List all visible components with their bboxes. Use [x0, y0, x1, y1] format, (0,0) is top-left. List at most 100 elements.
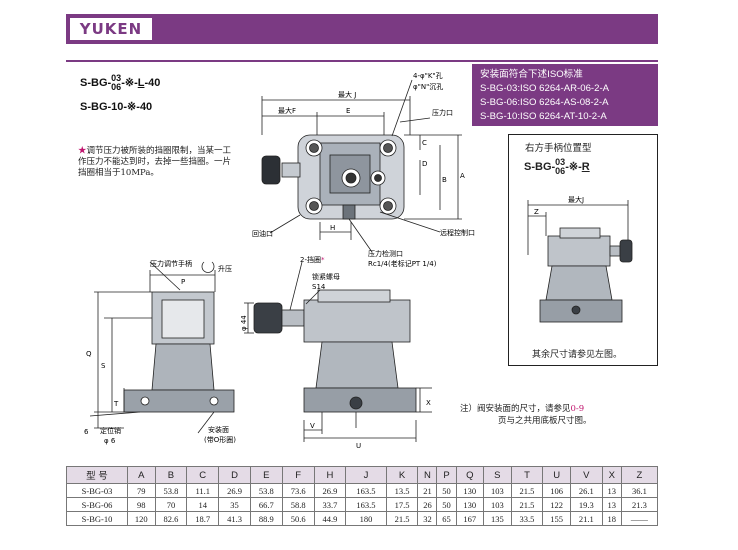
table-header-cell: U [542, 466, 571, 484]
table-cell: 103 [483, 483, 512, 498]
dim-h: H [330, 224, 335, 232]
table-cell: 35 [218, 497, 251, 512]
table-cell: 21.5 [510, 497, 544, 512]
right-panel-view [527, 200, 633, 323]
label-hole-n: φ"N"沉孔 [413, 83, 443, 91]
table-cell: 21.3 [620, 497, 659, 512]
table-header-cell: K [385, 466, 419, 484]
dim-u: U [356, 442, 361, 450]
table-cell: 163.5 [345, 497, 387, 512]
table-header-cell: H [313, 466, 347, 484]
table-cell: —— [620, 511, 659, 526]
table-cell: 58.8 [281, 497, 315, 512]
table-cell: 11.1 [186, 483, 220, 498]
label-rings: 2-挡圈* [300, 255, 325, 264]
table-cell: 53.8 [154, 483, 188, 498]
dim-max-j: 最大 J [338, 90, 356, 99]
table-header-cell: T [510, 466, 544, 484]
table-header-cell: A [127, 466, 156, 484]
table-header-cell: N [417, 466, 438, 484]
label-remote-port: 远程控制口 [440, 228, 475, 237]
dim-c: C [422, 139, 427, 147]
rp-max-j: 最大J [568, 195, 584, 204]
table-cell: 33.7 [313, 497, 347, 512]
table-header-cell: F [281, 466, 315, 484]
table-cell: 180 [345, 511, 387, 526]
dim-x: X [426, 399, 431, 407]
table-cell: 21.5 [510, 483, 544, 498]
dim-e: E [346, 107, 350, 115]
dim-a: A [460, 172, 465, 180]
table-cell: 32 [417, 511, 438, 526]
table-header-cell: S [483, 466, 512, 484]
header-rule [66, 60, 658, 62]
table-cell: 13 [601, 497, 622, 512]
table-cell: 14 [186, 497, 220, 512]
table-cell: 135 [483, 511, 512, 526]
label-return-port: 回油口 [252, 229, 273, 238]
table-header-cell: Z [620, 466, 659, 484]
table-cell: 66.7 [249, 497, 283, 512]
label-handle: 压力调节手柄 [150, 259, 192, 268]
dim-b: B [442, 176, 447, 184]
table-cell: S-BG-10 [66, 511, 128, 526]
label-rc: Rc1/4(老标记PT 1/4) [368, 259, 437, 268]
table-cell: 13 [601, 483, 622, 498]
table-cell: 65 [436, 511, 457, 526]
label-lock-nut: 锁紧螺母 [312, 272, 340, 281]
table-cell: 98 [127, 497, 156, 512]
brand-logo: YUKEN [70, 18, 152, 40]
dim-d: D [422, 160, 427, 168]
table-cell: 26.9 [218, 483, 251, 498]
dim-d44: φ 44 [240, 315, 248, 331]
top-view [261, 79, 462, 253]
dim-p: P [181, 278, 185, 286]
mounting-note: 注）阀安装面的尺寸，请参见0-9 页与之共用底板尺寸图。 [460, 404, 592, 426]
table-header-cell: C [186, 466, 220, 484]
table-header-cell: E [249, 466, 283, 484]
label-raise: 升压 [218, 264, 232, 273]
page-link[interactable]: 0-9 [570, 404, 585, 414]
table-cell: 44.9 [313, 511, 347, 526]
right-handle-panel [508, 134, 658, 366]
table-cell: 122 [542, 497, 571, 512]
table-cell: 26 [417, 497, 438, 512]
table-cell: 50.6 [281, 511, 315, 526]
table-cell: 163.5 [345, 483, 387, 498]
table-header-cell: Q [455, 466, 485, 484]
table-cell: 120 [127, 511, 156, 526]
table-cell: 19.3 [569, 497, 603, 512]
header-bar [66, 14, 658, 44]
table-cell: 50 [436, 483, 457, 498]
table-header-cell: V [569, 466, 603, 484]
iso-line: S-BG-10:ISO 6264-AT-10-2-A [480, 111, 607, 122]
table-cell: S-BG-06 [66, 497, 128, 512]
table-cell: 36.1 [620, 483, 659, 498]
table-header-cell: P [436, 466, 457, 484]
table-header-cell: 型 号 [66, 466, 128, 484]
label-pin: 定位销 [100, 426, 121, 435]
iso-line: S-BG-03:ISO 6264-AR-06-2-A [480, 83, 610, 94]
label-gauge-port: 压力检测口 [368, 249, 403, 258]
model-code-line2: S-BG-10-※-40 [80, 101, 153, 113]
dim-max-f: 最大F [278, 106, 296, 115]
table-cell: 88.9 [249, 511, 283, 526]
table-cell: 103 [483, 497, 512, 512]
table-header-cell: X [601, 466, 622, 484]
table-cell: 82.6 [154, 511, 188, 526]
table-cell: 26.9 [313, 483, 347, 498]
label-pin-d: φ 6 [104, 437, 116, 445]
table-cell: 13.5 [385, 483, 419, 498]
table-cell: 130 [455, 497, 485, 512]
label-mount-sub: (带O形圈) [204, 436, 236, 444]
table-cell: 18 [601, 511, 622, 526]
technical-drawing: 最大 J 最大F E 4-φ"K"孔 φ"N"沉孔 压力口 C D B A 回油… [84, 72, 633, 450]
table-cell: 53.8 [249, 483, 283, 498]
table-cell: 21.5 [385, 511, 419, 526]
